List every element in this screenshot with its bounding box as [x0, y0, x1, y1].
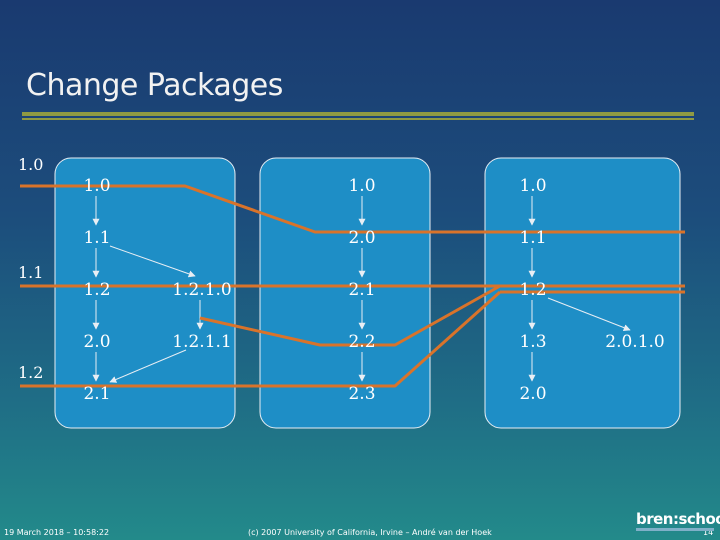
change-package-lines — [20, 184, 685, 388]
title-underline — [22, 112, 694, 116]
version-node: 1.2.1.1 — [172, 332, 231, 352]
logo-underline — [636, 528, 714, 531]
version-node: 2.0.1.0 — [605, 332, 664, 352]
version-node: 1.1 — [83, 228, 110, 248]
version-arrows-repo-3 — [528, 196, 631, 382]
version-node: 1.2 — [83, 280, 110, 300]
change-label-1-1: 1.1 — [18, 263, 43, 282]
version-node: 1.3 — [519, 332, 546, 352]
change-line-1-0 — [20, 184, 685, 234]
version-node: 2.3 — [348, 384, 375, 404]
page-number: 14 — [703, 528, 714, 537]
change-line-cross — [199, 284, 501, 347]
repository-box-2 — [259, 157, 431, 429]
slide-title: Change Packages — [26, 68, 283, 103]
version-node: 1.0 — [83, 176, 110, 196]
version-node: 1.0 — [519, 176, 546, 196]
change-line-1-2 — [20, 290, 502, 388]
footer-date: 19 March 2018 – 10:58:22 — [4, 528, 110, 537]
bren-school-logo: bren:school — [634, 508, 720, 534]
change-label-1-0: 1.0 — [18, 155, 43, 174]
version-node: 1.1 — [519, 228, 546, 248]
version-node: 2.0 — [83, 332, 110, 352]
version-node: 2.1 — [83, 384, 110, 404]
title-underline-thin — [22, 118, 694, 120]
version-node: 1.2.1.0 — [172, 280, 231, 300]
version-node: 2.2 — [348, 332, 375, 352]
version-arrows-repo-1 — [92, 196, 204, 383]
version-node: 2.1 — [348, 280, 375, 300]
version-node: 1.0 — [348, 176, 375, 196]
logo-text: bren:school — [636, 510, 720, 528]
version-node: 2.0 — [519, 384, 546, 404]
repository-box-1 — [54, 157, 236, 429]
version-node: 1.2 — [519, 280, 546, 300]
change-label-1-2: 1.2 — [18, 363, 43, 382]
footer-copyright: (c) 2007 University of California, Irvin… — [248, 528, 492, 537]
version-node: 2.0 — [348, 228, 375, 248]
